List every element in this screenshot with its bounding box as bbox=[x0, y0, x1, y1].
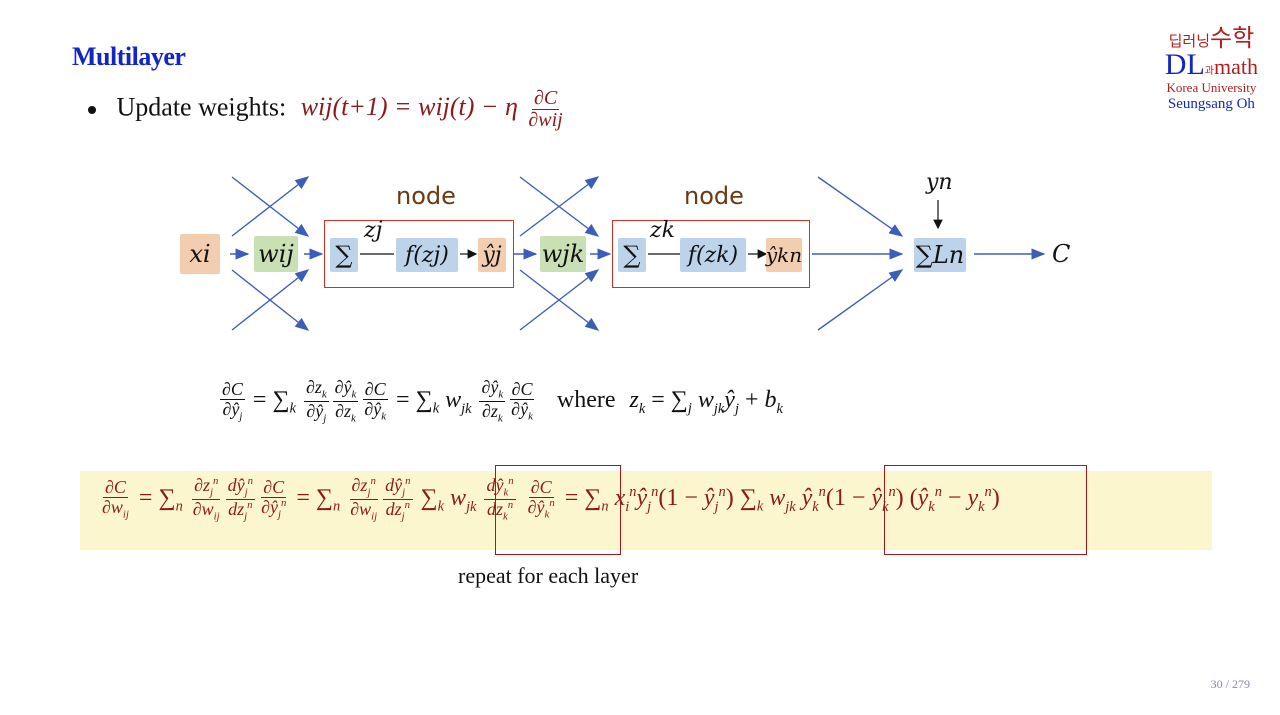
node-frame-2 bbox=[612, 220, 810, 288]
update-rule-fraction: ∂C ∂wij bbox=[526, 88, 564, 131]
output-yhat-j: ŷj bbox=[478, 238, 506, 272]
slide-title: Multilayer bbox=[72, 42, 186, 71]
logo-math: math bbox=[1214, 54, 1258, 79]
node-frame-1 bbox=[324, 220, 514, 288]
logo-dl: DL bbox=[1164, 48, 1205, 81]
where-word: where bbox=[556, 386, 616, 413]
logo-university: Korea University bbox=[1166, 80, 1257, 95]
sum-box-1: ∑ bbox=[330, 238, 358, 272]
repeat-box-1 bbox=[495, 465, 621, 555]
activation-fzj: f(zj) bbox=[396, 238, 458, 272]
bullet-label: Update weights: bbox=[116, 92, 287, 122]
logo-korean-mid: 과 bbox=[1204, 66, 1214, 77]
label-zj: zj bbox=[364, 218, 383, 243]
chain-rule-equation: ∂C∂ŷj = ∑k ∂zk∂ŷj∂ŷk∂zk∂C∂ŷk = ∑k wjk ∂ŷ… bbox=[220, 377, 783, 425]
node-label-2: node bbox=[684, 182, 744, 210]
logo-korean-right: 수학 bbox=[1210, 26, 1255, 52]
logo-korean-top: 딥러닝 bbox=[1168, 34, 1211, 50]
update-rule-den: ∂wij bbox=[528, 109, 563, 131]
output-yhat-k: ŷkn bbox=[766, 238, 802, 272]
repeat-box-2 bbox=[884, 465, 1087, 555]
loss-sum: ∑Ln bbox=[914, 238, 966, 272]
logo-author: Seungsang Oh bbox=[1167, 96, 1255, 112]
repeat-label: repeat for each layer bbox=[458, 563, 639, 588]
activation-fzk: f(zk) bbox=[680, 238, 746, 272]
input-xi: xi bbox=[180, 234, 220, 274]
logo: 딥러닝수학 DL과math Korea University Seungsang… bbox=[1165, 18, 1258, 113]
sum-box-2: ∑ bbox=[618, 238, 646, 272]
cost-c: C bbox=[1052, 240, 1071, 268]
page-number: 30 / 279 bbox=[1210, 677, 1250, 691]
update-rule-num: ∂C bbox=[531, 87, 560, 110]
update-weights-bullet: Update weights: wij(t+1) = wij(t) − η ∂C… bbox=[88, 88, 567, 131]
bullet-dot-icon bbox=[88, 105, 96, 114]
update-rule-lhs: wij(t+1) = wij(t) − η bbox=[300, 92, 518, 122]
target-yn: yn bbox=[926, 170, 953, 195]
label-zk: zk bbox=[650, 218, 675, 243]
weight-wjk: wjk bbox=[540, 236, 586, 272]
weight-wij: wij bbox=[254, 236, 298, 272]
highlight-band bbox=[80, 471, 1212, 550]
node-label-1: node bbox=[396, 182, 456, 210]
